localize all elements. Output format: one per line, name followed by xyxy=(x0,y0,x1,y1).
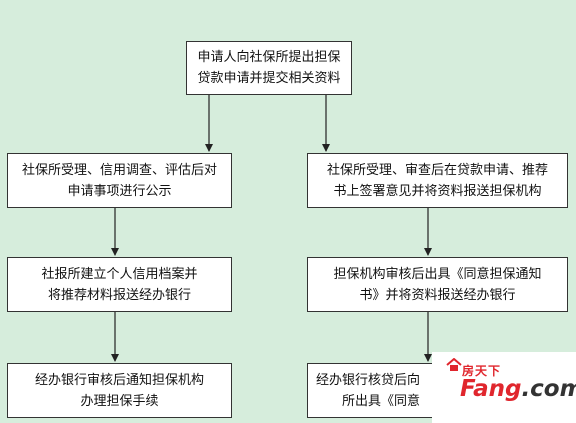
left-box-2-line-1: 社报所建立个人信用档案并 xyxy=(41,266,198,282)
watermark-brand-tail: .com xyxy=(521,376,576,402)
right-box-1-line-1: 社保所受理、审查后在贷款申请、推荐 xyxy=(326,162,548,178)
left-box-3-line-2: 办理担保手续 xyxy=(80,393,159,409)
left-box-3-line-1: 经办银行审核后通知担保机构 xyxy=(34,372,204,388)
right-box-2-line-2: 书》并将资料报送经办银行 xyxy=(359,287,516,303)
watermark-brand-main: Fang xyxy=(460,376,522,402)
right-box-1: 社保所受理、审查后在贷款申请、推荐 书上签署意见并将资料报送担保机构 xyxy=(307,153,568,208)
fang-watermark: 房天下 Fang.com xyxy=(432,352,576,423)
watermark-cn: 房天下 xyxy=(462,364,502,378)
watermark-brand: Fang.com xyxy=(460,376,576,402)
right-box-2: 担保机构审核后出具《同意担保通知 书》并将资料报送经办银行 xyxy=(307,257,568,312)
top-box: 申请人向社保所提出担保 贷款申请并提交相关资料 xyxy=(186,41,352,95)
top-box-line-1: 申请人向社保所提出担保 xyxy=(197,50,341,65)
top-box-line-2: 贷款申请并提交相关资料 xyxy=(197,71,341,86)
left-box-2-line-2: 将推荐材料报送经办银行 xyxy=(47,287,191,303)
left-box-2: 社报所建立个人信用档案并 将推荐材料报送经办银行 xyxy=(7,257,232,312)
left-box-3: 经办银行审核后通知担保机构 办理担保手续 xyxy=(7,363,232,418)
left-box-1: 社保所受理、信用调查、评估后对 申请事项进行公示 xyxy=(7,153,232,208)
house-logo-icon xyxy=(446,358,462,371)
right-box-1-line-2: 书上签署意见并将资料报送担保机构 xyxy=(333,183,542,199)
right-box-2-line-1: 担保机构审核后出具《同意担保通知 xyxy=(333,266,542,282)
left-box-1-line-1: 社保所受理、信用调查、评估后对 xyxy=(21,162,217,178)
left-box-1-line-2: 申请事项进行公示 xyxy=(67,183,172,199)
right-box-3-line-1: 经办银行核贷后向 xyxy=(316,372,421,388)
right-box-3-line-2: 所出具《同意 xyxy=(342,393,421,409)
